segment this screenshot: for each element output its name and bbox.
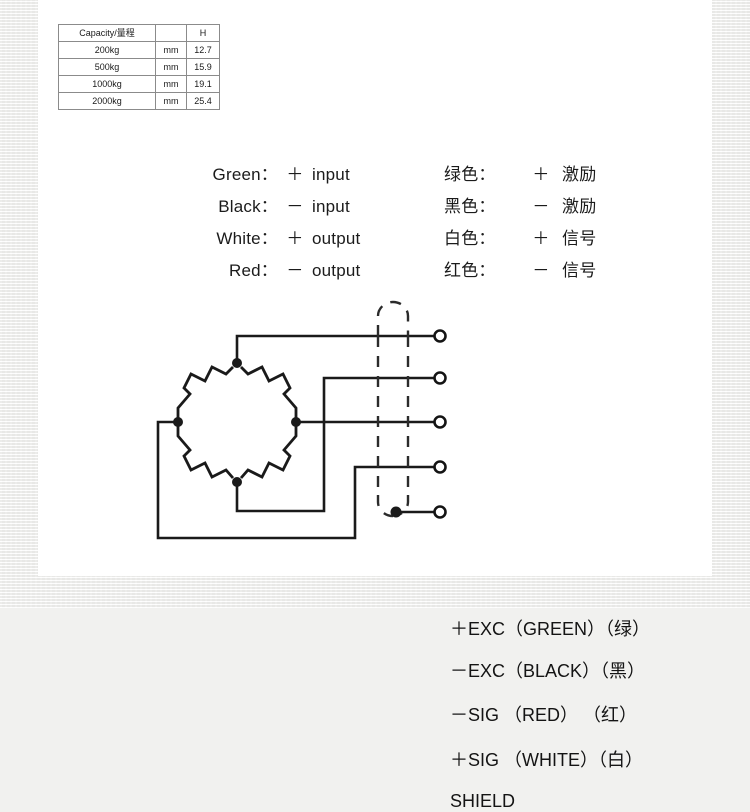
terminal-sig-positive[interactable]	[433, 460, 447, 474]
schematic-svg	[156, 300, 447, 540]
legend-row-red: Red： － output	[186, 256, 360, 288]
legend-color-label: Red：	[229, 261, 278, 280]
resistor-bottom-right	[239, 426, 298, 479]
cell-h: 19.1	[186, 75, 220, 93]
legend-sign: ＋	[532, 165, 550, 184]
terminal-label-sig-positive: ＋SIG （WHITE）（白）	[450, 750, 643, 770]
legend-function: 信号	[562, 229, 597, 248]
legend-sign: －	[286, 261, 304, 280]
wire-legend-english: Green： ＋ input Black： － input White： ＋ o…	[186, 160, 361, 288]
node-shield	[390, 506, 402, 518]
wire-sig-positive	[156, 420, 434, 540]
legend-function: output	[312, 229, 361, 248]
terminal-exc-negative[interactable]	[433, 371, 447, 385]
cable-jacket-outline	[376, 300, 410, 336]
legend-row-white: White： ＋ output	[186, 224, 360, 256]
cell-unit: mm	[155, 75, 187, 93]
legend-function: 激励	[562, 165, 597, 184]
legend-sign: －	[286, 197, 304, 216]
table-row: 1000kg mm 19.1	[58, 75, 220, 93]
terminal-sig-negative[interactable]	[433, 415, 447, 429]
capacity-dimension-table: Capacity/量程 H 200kg mm 12.7 500kg mm 15.…	[58, 24, 220, 110]
legend-sign: ＋	[532, 229, 550, 248]
node-bottom	[232, 477, 242, 487]
cell-unit: mm	[155, 58, 187, 76]
terminal-shield[interactable]	[433, 505, 447, 519]
table-header-h: H	[186, 24, 220, 42]
table-row: 2000kg mm 25.4	[58, 92, 220, 110]
cell-h: 25.4	[186, 92, 220, 110]
node-right	[291, 417, 301, 427]
legend-function: input	[312, 197, 350, 216]
resistor-top-right	[240, 365, 298, 418]
legend-row-red-cn: 红色： － 信号	[444, 256, 596, 288]
legend-function: 激励	[562, 197, 597, 216]
legend-color-label: 绿色：	[444, 165, 496, 184]
legend-color-label: 白色：	[444, 229, 496, 248]
legend-color-label: Green：	[212, 165, 278, 184]
bridge-wiring-schematic: ＋EXC（GREEN）（绿） －EXC（BLACK）（黑） －SIG （RED）…	[0, 290, 750, 811]
terminal-exc-positive[interactable]	[433, 329, 447, 343]
dimension-table-container: Capacity/量程 H 200kg mm 12.7 500kg mm 15.…	[58, 24, 220, 110]
node-top	[232, 358, 242, 368]
legend-color-label: Black：	[218, 197, 278, 216]
resistor-top-left	[176, 365, 234, 418]
legend-row-black-cn: 黑色： － 激励	[444, 192, 596, 224]
terminal-label-sig-negative: －SIG （RED） （红）	[450, 705, 638, 725]
legend-sign: ＋	[286, 229, 304, 248]
cell-unit: mm	[155, 92, 187, 110]
wire-exc-positive	[235, 334, 434, 363]
legend-row-green-cn: 绿色： ＋ 激励	[444, 160, 596, 192]
legend-sign: ＋	[286, 165, 304, 184]
cell-capacity: 1000kg	[58, 75, 156, 93]
table-row: 500kg mm 15.9	[58, 58, 220, 76]
table-row: 200kg mm 12.7	[58, 41, 220, 59]
wire-legend-chinese: 绿色： ＋ 激励 黑色： － 激励 白色： ＋ 信号 红色： － 信号	[444, 160, 596, 288]
legend-color-label: 黑色：	[444, 197, 496, 216]
terminal-label-exc-positive: ＋EXC（GREEN）（绿）	[450, 619, 651, 639]
cell-h: 15.9	[186, 58, 220, 76]
resistor-bottom-left	[176, 426, 235, 479]
legend-sign: －	[532, 197, 550, 216]
legend-function: output	[312, 261, 361, 280]
table-header-unit	[155, 24, 187, 42]
terminal-label-shield: SHIELD	[450, 791, 516, 811]
cell-capacity: 500kg	[58, 58, 156, 76]
wire-exc-negative	[235, 376, 434, 513]
terminal-label-exc-negative: －EXC（BLACK）（黑）	[450, 661, 646, 681]
cell-unit: mm	[155, 41, 187, 59]
cell-h: 12.7	[186, 41, 220, 59]
legend-function: input	[312, 165, 350, 184]
table-header-capacity: Capacity/量程	[58, 24, 156, 42]
cell-capacity: 2000kg	[58, 92, 156, 110]
legend-row-black: Black： － input	[186, 192, 360, 224]
legend-sign: －	[532, 261, 550, 280]
legend-color-label: White：	[216, 229, 278, 248]
legend-row-green: Green： ＋ input	[186, 160, 360, 192]
cell-capacity: 200kg	[58, 41, 156, 59]
legend-function: 信号	[562, 261, 597, 280]
table-header-row: Capacity/量程 H	[58, 24, 220, 42]
legend-row-white-cn: 白色： ＋ 信号	[444, 224, 596, 256]
node-left	[173, 417, 183, 427]
legend-color-label: 红色：	[444, 261, 496, 280]
